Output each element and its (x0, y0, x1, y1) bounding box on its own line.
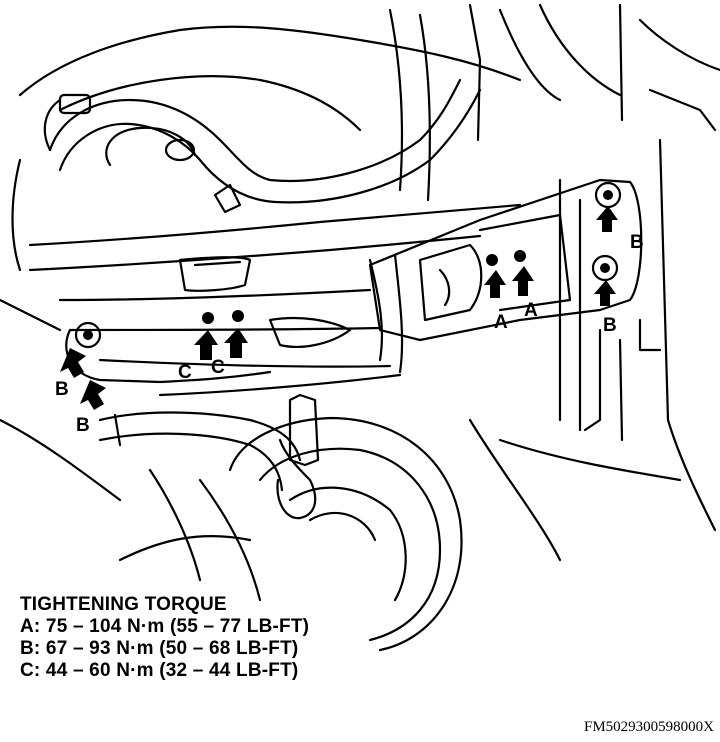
callout-a-2: A (524, 300, 538, 321)
legend-title: TIGHTENING TORQUE (20, 594, 227, 615)
torque-legend: TIGHTENING TORQUE A: 75 – 104 N·m (55 – … (20, 594, 309, 682)
arrow-b-left-lower (80, 380, 106, 410)
callout-labels: C C A A B B B B (55, 232, 644, 436)
callout-c-2: C (211, 357, 225, 378)
callout-a-1: A (494, 312, 508, 333)
arrow-b-top-right (596, 206, 618, 232)
arrow-b-bottom-right (594, 280, 616, 306)
bolt-markers (83, 190, 613, 340)
crossmember (28, 203, 522, 397)
legend-row-b: B: 67 – 93 N·m (50 – 68 LB-FT) (20, 638, 299, 659)
arrow-b-left-upper (60, 348, 86, 378)
arrow-c-right (224, 328, 248, 358)
callout-b-left-upper: B (55, 379, 69, 400)
hose (43, 78, 482, 214)
callout-arrows (60, 206, 618, 410)
lower-control-arm (65, 321, 320, 492)
callout-b-bottom-right: B (603, 315, 617, 336)
callout-b-left-lower: B (76, 415, 90, 436)
callout-b-top-right: B (630, 232, 644, 253)
callout-c-1: C (178, 362, 192, 383)
arrow-c-left (194, 330, 218, 360)
figure-id: FM5029300598000X (583, 719, 714, 735)
arrow-a-right (512, 266, 534, 296)
legend-row-c: C: 44 – 60 N·m (32 – 44 LB-FT) (20, 660, 299, 681)
arrow-a-left (484, 270, 506, 298)
brake-disc (148, 416, 463, 652)
legend-row-a: A: 75 – 104 N·m (55 – 77 LB-FT) (20, 616, 310, 637)
background-linework (0, 3, 720, 562)
